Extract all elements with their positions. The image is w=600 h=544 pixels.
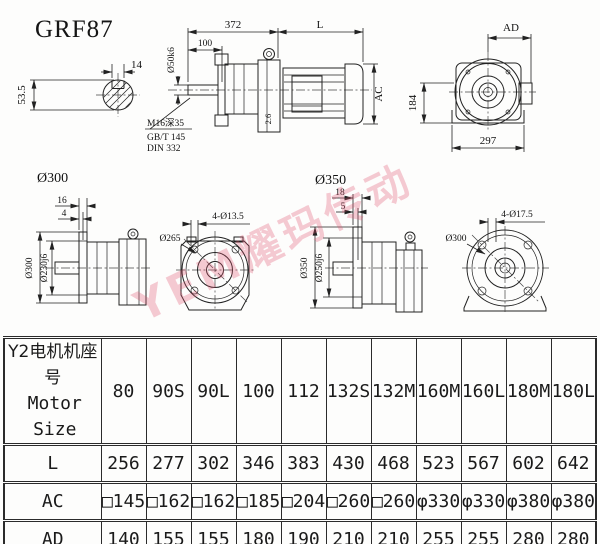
dim-flange-od-350: Ø350	[300, 257, 310, 278]
dim-shaft-diameter: Ø50k6	[167, 47, 177, 73]
column-header-180m: 180M	[505, 337, 552, 445]
value-cell: □185	[235, 482, 282, 521]
value-cell: 155	[190, 520, 237, 544]
value-cell: □145	[100, 482, 147, 521]
note-tapped-hole: M16深35	[147, 118, 184, 129]
dim-bolt-circle-300: Ø300	[445, 234, 466, 244]
flange-300-title: Ø300	[37, 171, 68, 186]
column-header-132s: 132S	[325, 337, 372, 445]
value-cell: 567	[460, 444, 507, 483]
value-cell: φ380	[505, 482, 552, 521]
motor-front-view: AD 184 297	[407, 22, 536, 152]
motor-size-header-en: Motor Size	[27, 393, 82, 440]
dim-keyway-width: 14	[131, 59, 143, 71]
value-cell: 210	[325, 520, 372, 544]
dim-motor-length: L	[317, 19, 324, 31]
value-cell: 280	[550, 520, 597, 544]
dim-gearbox-length: 372	[225, 19, 242, 31]
dim-base-width: 297	[480, 135, 497, 147]
value-cell: □204	[280, 482, 327, 521]
note-gb-standard: GB/T 145	[147, 133, 185, 143]
value-cell: 430	[325, 444, 372, 483]
motor-size-header-cn: Y2电机机座号	[8, 342, 98, 388]
column-header-112: 112	[280, 337, 327, 445]
value-cell: 346	[235, 444, 282, 483]
value-cell: 602	[505, 444, 552, 483]
value-cell: □260	[325, 482, 372, 521]
column-header-132m: 132M	[370, 337, 417, 445]
flange-300-side-view: Ø300 16 4	[25, 171, 152, 306]
value-cell: □260	[370, 482, 417, 521]
value-cell: 140	[100, 520, 147, 544]
value-cell: φ380	[550, 482, 597, 521]
value-cell: 180	[235, 520, 282, 544]
value-cell: 383	[280, 444, 327, 483]
value-cell: 255	[415, 520, 462, 544]
dim-flange-thickness-16: 16	[57, 196, 67, 206]
flange-350-side-view: Ø350 18 5	[300, 173, 428, 313]
value-cell: 302	[190, 444, 237, 483]
value-cell: 468	[370, 444, 417, 483]
shaft-section-drawing: 14 53.5 Ø50k6 M16深35 GB/T 145 DIN 332	[16, 47, 192, 154]
column-header-160l: 160L	[460, 337, 507, 445]
value-cell: 523	[415, 444, 462, 483]
dim-ad: AD	[503, 22, 519, 34]
value-cell: φ330	[415, 482, 462, 521]
value-cell: 255	[460, 520, 507, 544]
table-header-row: Y2电机机座号 Motor Size 80 90S 90L 100 112 13…	[3, 337, 597, 445]
column-header-160m: 160M	[415, 337, 462, 445]
value-cell: φ330	[460, 482, 507, 521]
dim-flange-thickness-18: 18	[335, 188, 345, 198]
dim-spigot-depth-4: 4	[62, 209, 67, 219]
page-title: GRF87	[35, 16, 114, 43]
dim-bolt-circle-265: Ø265	[159, 234, 180, 244]
technical-drawings: 14 53.5 Ø50k6 M16深35 GB/T 145 DIN 332	[16, 19, 549, 313]
dim-spigot-250: Ø250j6	[315, 254, 325, 283]
dim-motor-diameter-ac: AC	[373, 86, 385, 101]
flange-300-front-view: 4-Ø13.5 Ø265	[159, 212, 254, 311]
flange-350-front-view: 4-Ø17.5 Ø300	[445, 210, 549, 312]
gearmotor-side-view: 2.6 372 L 100 AC	[168, 19, 385, 133]
dim-shaft-length: 100	[198, 39, 213, 49]
flange-350-title: Ø350	[315, 173, 346, 188]
column-header-90l: 90L	[190, 337, 237, 445]
column-header-180l: 180L	[550, 337, 597, 445]
table-row-ac: AC □145 □162 □162 □185 □204 □260 □260 φ3…	[3, 482, 597, 521]
dim-flange-od-300: Ø300	[25, 257, 35, 278]
dim-holes-13-5: 4-Ø13.5	[212, 212, 244, 222]
table-row-ad: AD 140 155 155 180 190 210 210 255 255 2…	[3, 520, 597, 544]
value-cell: 190	[280, 520, 327, 544]
column-header-90s: 90S	[145, 337, 192, 445]
row-label-l: L	[3, 444, 102, 483]
dim-spigot-depth-5: 5	[341, 202, 346, 212]
column-header-100: 100	[235, 337, 282, 445]
value-cell: 277	[145, 444, 192, 483]
value-cell: 256	[100, 444, 147, 483]
dim-holes-17-5: 4-Ø17.5	[501, 210, 533, 220]
note-din-standard: DIN 332	[147, 144, 181, 154]
row-label-ac: AC	[3, 482, 102, 521]
dimension-table: Y2电机机座号 Motor Size 80 90S 90L 100 112 13…	[3, 336, 597, 544]
value-cell: 280	[505, 520, 552, 544]
dim-section-height: 53.5	[16, 85, 28, 105]
value-cell: □162	[190, 482, 237, 521]
value-cell: □162	[145, 482, 192, 521]
table-row-l: L 256 277 302 346 383 430 468 523 567 60…	[3, 444, 597, 483]
dim-motor-height: 184	[407, 94, 419, 111]
column-header-80: 80	[100, 337, 147, 445]
motor-size-header-cell: Y2电机机座号 Motor Size	[3, 337, 102, 445]
dim-flange-gap: 2.6	[263, 114, 273, 125]
dim-spigot-230: Ø230j6	[40, 254, 50, 283]
value-cell: 642	[550, 444, 597, 483]
value-cell: 210	[370, 520, 417, 544]
value-cell: 155	[145, 520, 192, 544]
row-label-ad: AD	[3, 520, 102, 544]
